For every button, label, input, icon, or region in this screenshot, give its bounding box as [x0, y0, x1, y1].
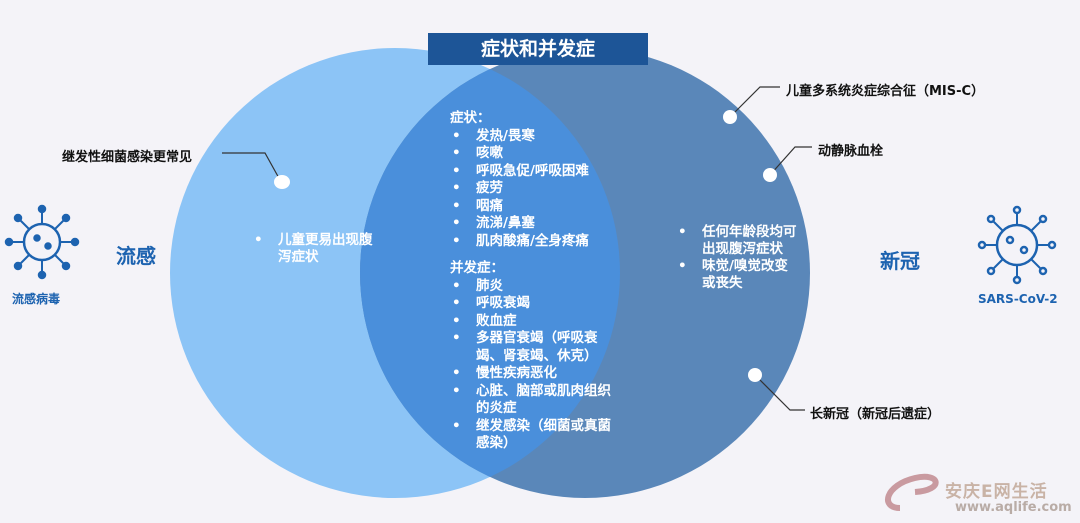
symptoms-heading: 症状： [450, 110, 491, 126]
diagram-title: 症状和并发症 [428, 33, 648, 65]
watermark-url: www.aqlife.com [955, 500, 1072, 515]
list-item: 多器官衰竭（呼吸衰竭、肾衰竭、休克） [450, 330, 616, 365]
sars-cov-2-label: SARS-CoV-2 [978, 292, 1058, 306]
flu-virus-label: 流感病毒 [12, 292, 61, 306]
callout-thrombosis: 动静脉血栓 [818, 144, 884, 159]
list-item: 流涕/鼻塞 [450, 215, 616, 233]
list-item: 心脏、脑部或肌肉组织的炎症 [450, 383, 616, 418]
list-item: 肌肉酸痛/全身疼痛 [450, 233, 616, 251]
sars-cov-2-virus-icon [977, 205, 1057, 285]
list-item: 咽痛 [450, 198, 616, 216]
watermark-logo [885, 473, 939, 511]
list-item: 发热/畏寒 [450, 128, 616, 146]
list-item: 疲劳 [450, 180, 616, 198]
flu-virus-icon [4, 204, 80, 280]
covid-label: 新冠 [880, 249, 920, 273]
list-item: 败血症 [450, 313, 616, 331]
complications-heading: 并发症： [450, 260, 504, 276]
list-item: 呼吸急促/呼吸困难 [450, 163, 616, 181]
watermark-name: 安庆E网生活 [945, 482, 1048, 502]
list-item: 继发感染（细菌或真菌感染） [450, 418, 616, 453]
list-item: 呼吸衰竭 [450, 295, 616, 313]
list-item: 味觉/嗅觉改变或丧失 [676, 258, 801, 292]
shared-list: 症状： 发热/畏寒咳嗽呼吸急促/呼吸困难疲劳咽痛流涕/鼻塞肌肉酸痛/全身疼痛 并… [450, 110, 616, 453]
list-item: 慢性疾病恶化 [450, 365, 616, 383]
callout-long-covid: 长新冠（新冠后遗症） [810, 407, 941, 422]
covid-only-list: 任何年龄段均可出现腹泻症状 味觉/嗅觉改变或丧失 [676, 224, 801, 292]
list-item: 咳嗽 [450, 145, 616, 163]
callout-secondary-bacterial: 继发性细菌感染更常见 [62, 150, 193, 165]
list-item: 肺炎 [450, 278, 616, 296]
flu-only-list: 儿童更易出现腹泻症状 [252, 232, 377, 266]
flu-label: 流感 [116, 244, 156, 268]
list-item: 儿童更易出现腹泻症状 [252, 232, 377, 266]
callout-mis-c: 儿童多系统炎症综合征（MIS-C） [786, 84, 985, 99]
list-item: 任何年龄段均可出现腹泻症状 [676, 224, 801, 258]
